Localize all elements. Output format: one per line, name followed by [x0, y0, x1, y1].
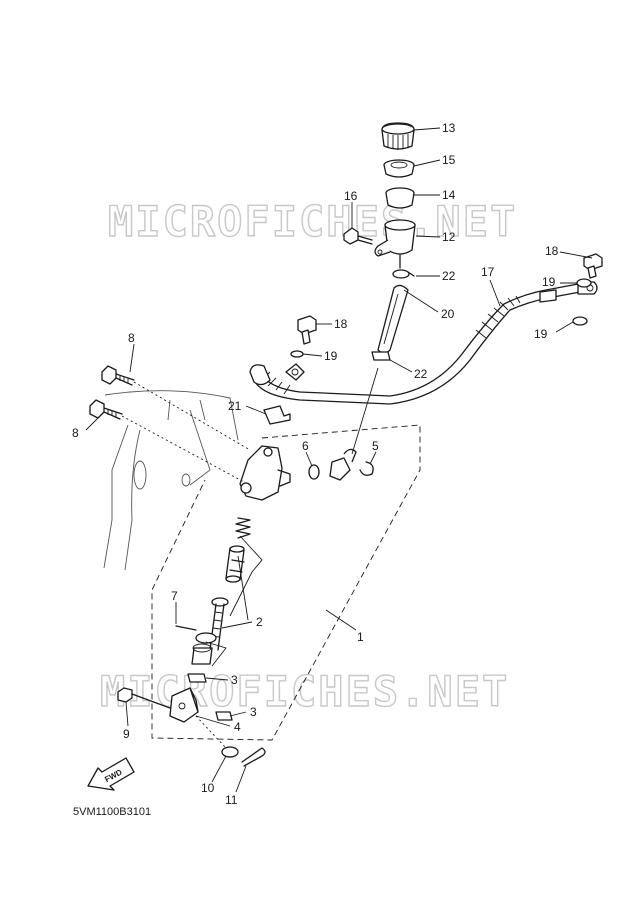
callout-5: 5: [372, 439, 379, 453]
washer-left: [290, 350, 304, 358]
circlip: [359, 461, 374, 476]
mounting-bolt-lower: [89, 399, 123, 420]
hose-clip-lower: [371, 351, 391, 361]
union-bolt-left: [297, 315, 317, 345]
reservoir-bolt: [343, 227, 373, 245]
callout-3-lower: 3: [250, 705, 257, 719]
callout-22-upper: 22: [442, 269, 456, 283]
hose-holder: [263, 405, 291, 425]
callout-8-upper: 8: [128, 331, 135, 345]
callout-6: 6: [302, 439, 309, 453]
reservoir-diaphragm: [385, 187, 415, 209]
watermark-bottom: MICROFICHES.NET: [100, 667, 509, 716]
hose-clip-upper: [392, 269, 415, 279]
clevis: [169, 687, 199, 723]
brake-hose: [249, 281, 598, 405]
callout-10: 10: [201, 781, 215, 795]
callout-1: 1: [357, 630, 364, 644]
callout-19-right-upper: 19: [542, 275, 556, 289]
diagram-code: 5VM1100B3101: [73, 806, 151, 818]
lock-nut-lower: [215, 711, 233, 721]
clevis-bolt: [117, 687, 171, 709]
callout-21: 21: [228, 399, 242, 413]
cotter-pin-7: [175, 625, 197, 631]
boot: [191, 632, 217, 665]
callout-17: 17: [481, 265, 495, 279]
washer-right-lower: [572, 316, 588, 326]
o-ring: [308, 464, 320, 480]
reservoir-cap: [381, 122, 415, 150]
washer-right-upper: [576, 278, 592, 288]
hose-joint: [329, 448, 357, 481]
callout-2: 2: [256, 615, 263, 629]
alignment-line-lower: [121, 415, 245, 483]
callout-9: 9: [123, 727, 130, 741]
callout-22-lower: 22: [414, 367, 428, 381]
callout-18-left: 18: [334, 317, 348, 331]
callout-13: 13: [442, 121, 456, 135]
lock-nut-upper: [187, 673, 207, 683]
assembly-boundary: [151, 424, 421, 741]
callout-4: 4: [234, 720, 241, 734]
cotter-pin-11: [241, 747, 266, 767]
frame-outline: [103, 390, 239, 571]
mounting-bolt-upper: [101, 365, 135, 386]
reservoir-plate: [383, 159, 415, 178]
callout-16: 16: [344, 189, 358, 203]
callout-11: 11: [225, 793, 238, 807]
callout-19-left: 19: [324, 349, 338, 363]
callout-12: 12: [442, 230, 456, 244]
callout-20: 20: [441, 307, 455, 321]
callout-18-right: 18: [545, 244, 559, 258]
reservoir-hose: [377, 284, 409, 354]
fwd-arrow-icon: FWD: [87, 757, 135, 791]
brake-fluid-reservoir: [374, 219, 416, 269]
watermark-top: MICROFICHES.NET: [108, 197, 517, 246]
plain-washer: [221, 746, 239, 758]
alignment-line-clevis: [195, 715, 227, 749]
spring: [235, 517, 251, 539]
union-bolt-right: [583, 253, 603, 279]
callout-14: 14: [442, 188, 456, 202]
callout-8-lower: 8: [72, 426, 79, 440]
master-cylinder-body: [239, 445, 291, 501]
callout-19-right-lower: 19: [534, 327, 548, 341]
callout-3-upper: 3: [231, 673, 238, 687]
callout-7: 7: [171, 589, 178, 603]
callout-15: 15: [442, 153, 456, 167]
leader-lines: [85, 127, 593, 793]
